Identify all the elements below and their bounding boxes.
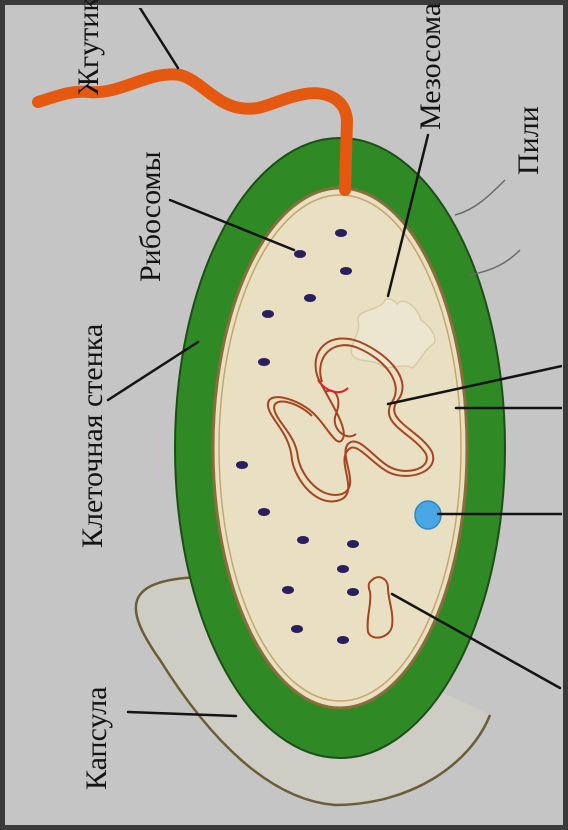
ribosome xyxy=(337,565,349,573)
ribosome xyxy=(335,229,347,237)
ribosome xyxy=(258,358,270,366)
label-pili: Пили xyxy=(512,106,545,175)
ribosome xyxy=(297,536,309,544)
ribosome xyxy=(236,461,248,469)
label-capsule: Капсула xyxy=(80,687,113,790)
label-mesosome: Мезосома xyxy=(414,3,447,130)
ribosome xyxy=(258,508,270,516)
label-flagellum: Жгутик xyxy=(72,0,105,95)
label-ribosomes: Рибосомы xyxy=(134,151,167,282)
ribosome xyxy=(340,267,352,275)
ribosome xyxy=(304,294,316,302)
label-cell-wall: Клеточная стенка xyxy=(76,324,109,548)
inclusion-body xyxy=(415,501,441,529)
ribosome xyxy=(347,588,359,596)
ribosome xyxy=(294,250,306,258)
ribosome xyxy=(337,636,349,644)
ribosome xyxy=(347,540,359,548)
ribosome xyxy=(282,586,294,594)
ribosome xyxy=(262,310,274,318)
ribosome xyxy=(291,625,303,633)
